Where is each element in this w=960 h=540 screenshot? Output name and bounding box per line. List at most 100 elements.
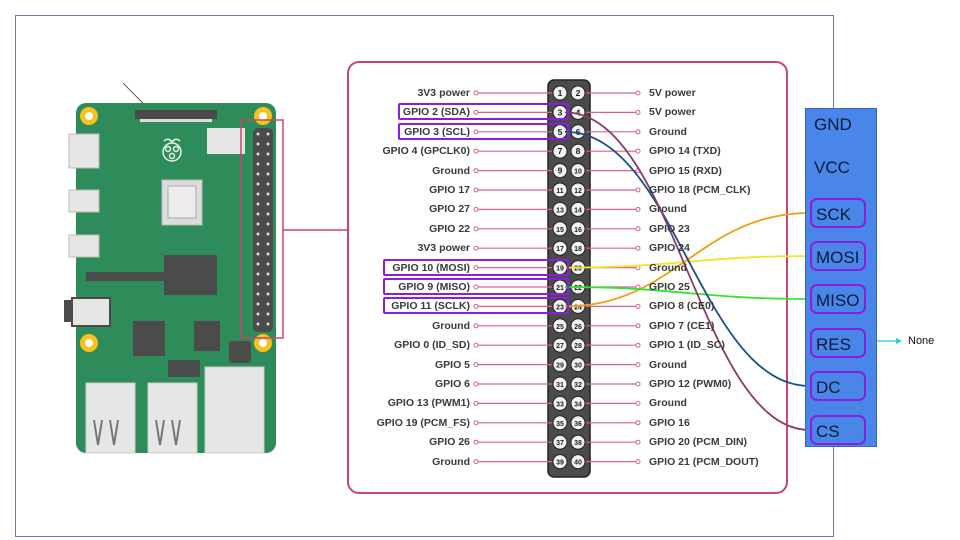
pin-13: 13 — [552, 201, 568, 217]
left-leader-dot — [473, 400, 479, 406]
pin-28: 28 — [570, 337, 586, 353]
display-connector — [135, 110, 217, 119]
pin-1: 1 — [552, 85, 568, 101]
left-leader-dot — [473, 381, 479, 387]
svg-text:26: 26 — [574, 324, 582, 331]
svg-text:12: 12 — [574, 188, 582, 195]
board-pin — [256, 242, 260, 246]
svg-text:3: 3 — [558, 107, 563, 117]
board-pin — [256, 282, 260, 286]
board-pin — [256, 172, 260, 176]
left-leader-dot — [473, 342, 479, 348]
highlight-box-row-12 — [383, 297, 569, 315]
pin-label-left: GPIO 0 (ID_SD) — [394, 339, 470, 352]
pin-36: 36 — [570, 415, 586, 431]
camera-connector — [86, 272, 166, 281]
pin-label-right: GPIO 14 (TXD) — [649, 145, 721, 158]
mounting-hole-icon — [80, 334, 98, 352]
usb-controller-chip — [133, 321, 165, 356]
left-leader-dot — [473, 420, 479, 426]
svg-text:28: 28 — [574, 343, 582, 350]
board-pin — [256, 142, 260, 146]
left-leader-dot — [473, 206, 479, 212]
pin-35: 35 — [552, 415, 568, 431]
pin-label-right: Ground — [649, 397, 687, 410]
pin-label-left: GPIO 5 — [434, 358, 470, 371]
svg-text:2: 2 — [576, 88, 581, 98]
svg-text:24: 24 — [574, 304, 582, 311]
svg-text:18: 18 — [574, 246, 582, 253]
left-leader-dot — [473, 284, 479, 290]
pin-label-right: GPIO 7 (CE1) — [649, 319, 715, 332]
svg-text:39: 39 — [556, 460, 564, 467]
right-leader-dot — [635, 303, 641, 309]
svg-text:20: 20 — [574, 266, 582, 273]
module-pin-res: RES — [810, 328, 866, 358]
board-gpio-header — [253, 128, 273, 332]
board-pin — [266, 132, 270, 136]
pin-label-right: GPIO 15 (RXD) — [649, 164, 722, 177]
board-pin — [266, 222, 270, 226]
pin-label-left: GPIO 11 (SCLK) — [391, 300, 470, 313]
left-leader-dot — [473, 459, 479, 465]
module-pin-miso: MISO — [810, 284, 866, 314]
pin-label-left: GPIO 17 — [429, 184, 470, 196]
right-leader-dot — [635, 187, 641, 193]
pin-label-left: GPIO 13 (PWM1) — [387, 397, 470, 410]
svg-text:10: 10 — [574, 169, 582, 176]
pin-33: 33 — [552, 395, 568, 411]
pin-label-left: GPIO 9 (MISO) — [398, 281, 470, 293]
left-leader-dot — [473, 439, 479, 445]
board-pin — [256, 292, 260, 296]
pin-label-right: GPIO 16 — [649, 416, 690, 429]
board-pin — [266, 252, 270, 256]
svg-text:9: 9 — [558, 166, 563, 176]
left-leader-dot — [473, 168, 479, 174]
svg-text:13: 13 — [556, 207, 564, 214]
svg-text:15: 15 — [556, 227, 564, 234]
board-pin — [256, 312, 260, 316]
pin-11: 11 — [552, 182, 568, 198]
right-leader-dot — [635, 90, 641, 96]
pin-label-left: 3V3 power — [417, 87, 470, 99]
pin-label-right: Ground — [649, 261, 687, 274]
board-pin — [266, 162, 270, 166]
wire-dc — [564, 130, 811, 387]
svg-text:33: 33 — [556, 401, 564, 408]
pin-label-right: 5V power — [649, 87, 696, 99]
right-leader-dot — [635, 342, 641, 348]
pin-label-left: GPIO 22 — [429, 222, 470, 235]
highlight-box-row-10 — [383, 258, 569, 276]
board-pin — [266, 152, 270, 156]
left-leader-dot — [473, 90, 479, 96]
right-leader-dot — [635, 362, 641, 368]
right-leader-dot — [635, 459, 641, 465]
pin-label-left: GPIO 4 (GPCLK0) — [382, 145, 470, 158]
board-pin — [256, 272, 260, 276]
board-pin — [266, 212, 270, 216]
pin-18: 18 — [570, 240, 586, 256]
svg-text:31: 31 — [556, 382, 564, 389]
pin-label-right: GPIO 1 (ID_SC) — [649, 339, 725, 352]
right-leader-dot — [635, 129, 641, 135]
highlight-box-row-3 — [398, 122, 569, 140]
pin-25: 25 — [552, 318, 568, 334]
pin-label-left: GPIO 10 (MOSI) — [392, 261, 470, 274]
pin-17: 17 — [552, 240, 568, 256]
svg-text:21: 21 — [556, 285, 564, 292]
svg-text:23: 23 — [556, 304, 564, 311]
svg-text:4: 4 — [576, 107, 581, 117]
pin-label-right: GPIO 18 (PCM_CLK) — [649, 184, 751, 196]
pin-label-left: GPIO 27 — [429, 203, 470, 216]
pin-label-left: GPIO 6 — [434, 378, 470, 390]
left-leader-dot — [473, 148, 479, 154]
pin-15: 15 — [552, 221, 568, 237]
pin-2: 2 — [570, 85, 586, 101]
right-leader-dot — [635, 420, 641, 426]
svg-text:1: 1 — [558, 88, 563, 98]
pin-label-right: GPIO 23 — [649, 222, 690, 235]
pin-34: 34 — [570, 395, 586, 411]
pin-label-left: Ground — [432, 319, 470, 332]
pin-26: 26 — [570, 318, 586, 334]
